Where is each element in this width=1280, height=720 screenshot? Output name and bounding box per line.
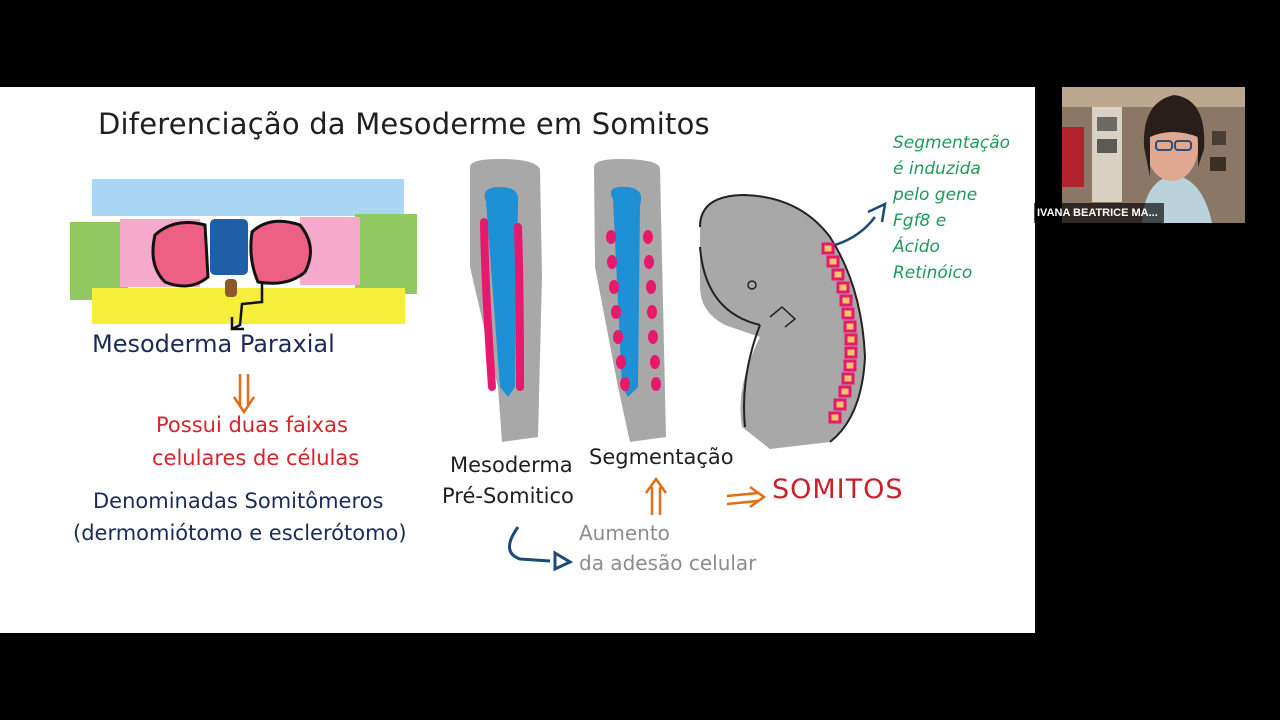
note-line-6: Retinóico — [893, 263, 973, 283]
embryo-segmentation — [594, 159, 666, 442]
slide-illustrations — [70, 159, 887, 572]
down-arrow-orange — [232, 374, 256, 415]
note-line-3: pelo gene — [893, 185, 978, 205]
label-adesao-celular: da adesão celular — [579, 551, 757, 575]
embryo-presomitic — [470, 159, 542, 442]
label-pre-somitico: Pré-Somitico — [442, 484, 574, 508]
up-arrow-orange — [644, 476, 668, 515]
participant-name-label: IVANA BEATRICE MA... — [1034, 203, 1164, 223]
participant-video-feed — [1062, 87, 1245, 223]
label-possui-line2: celulares de células — [152, 446, 360, 470]
participant-video-tile[interactable] — [1062, 87, 1245, 223]
curved-arrow-navy — [508, 526, 574, 572]
note-line-2: é induzida — [893, 159, 981, 179]
slide-title: Diferenciação da Mesoderme em Somitos — [98, 107, 710, 141]
right-arrow-orange — [726, 485, 767, 509]
note-line-1: Segmentação — [893, 133, 1011, 153]
label-mesoderma: Mesoderma — [450, 453, 573, 477]
label-possui-line1: Possui duas faixas — [156, 413, 348, 437]
label-mesoderma-paraxial: Mesoderma Paraxial — [92, 330, 335, 358]
label-aumento: Aumento — [579, 521, 670, 545]
label-segmentacao: Segmentação — [589, 445, 734, 469]
presentation-slide: Diferenciação da Mesoderme em Somitos Me… — [0, 87, 1035, 633]
somite-blocks — [821, 242, 858, 424]
label-denominadas-line2: (dermomiótomo e esclerótomo) — [73, 521, 407, 545]
note-line-4: Fgf8 e — [893, 211, 947, 231]
label-somitos: SOMITOS — [772, 474, 904, 505]
embryo-somites — [699, 193, 887, 449]
label-denominadas-line1: Denominadas Somitômeros — [93, 489, 384, 513]
somite-dots — [606, 230, 661, 391]
note-line-5: Ácido — [893, 237, 940, 257]
cross-section-diagram — [70, 179, 417, 331]
